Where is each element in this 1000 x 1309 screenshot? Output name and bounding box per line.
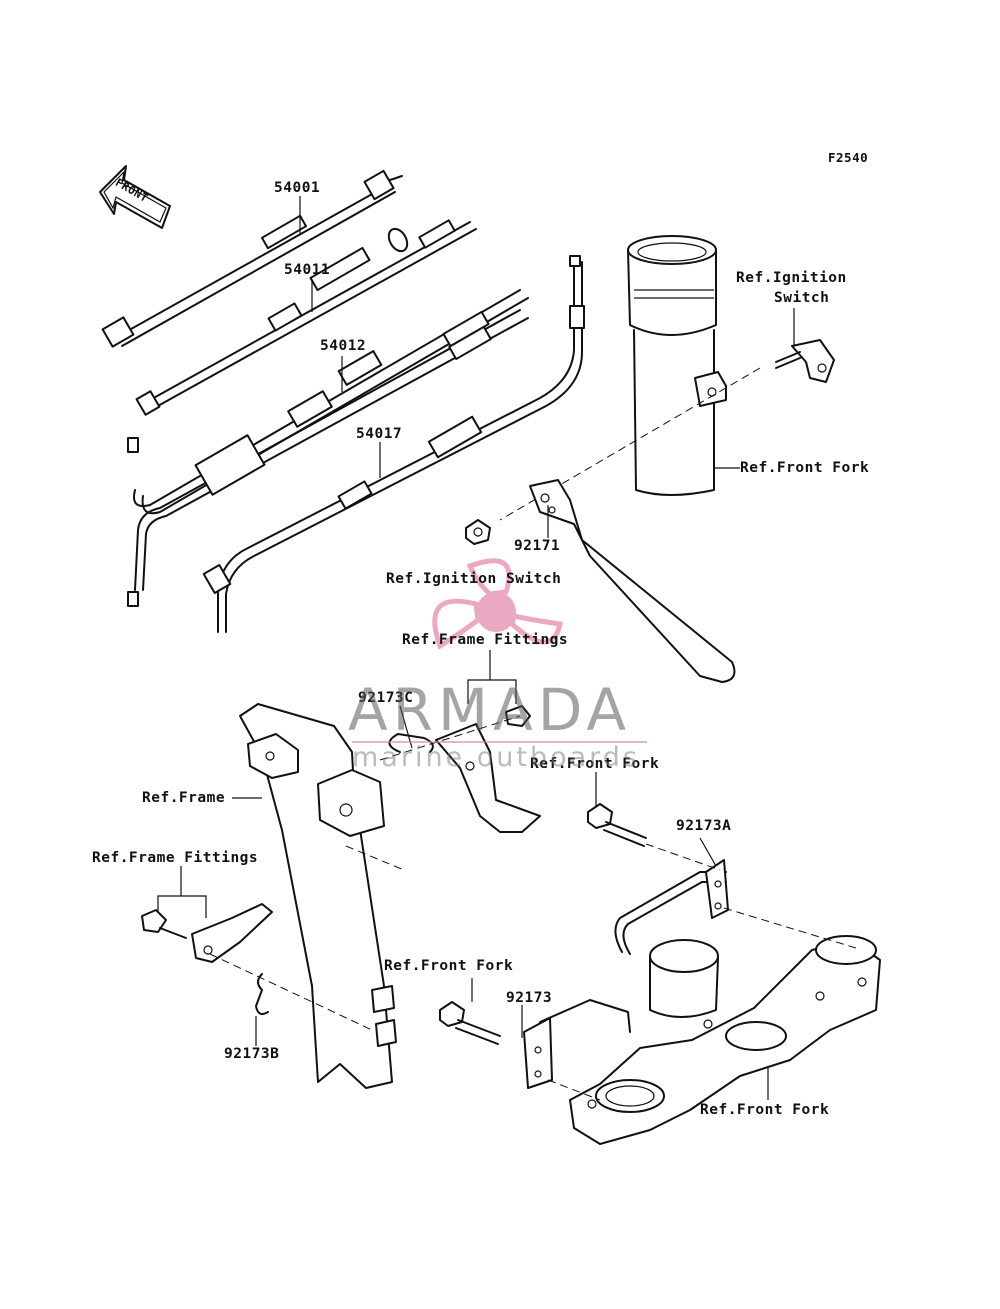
leader-lines [232,196,795,1100]
ref-frame: Ref.Frame [142,790,226,806]
part-number-54011: 54011 [284,262,331,278]
bolt-92173 [439,1001,501,1045]
ref-ignition-switch-top-line1: Ref.Ignition [736,270,847,286]
armada-logo-icon [432,558,564,650]
bolt-92173a [587,803,721,871]
ref-ignition-switch-mid: Ref.Ignition Switch [386,571,562,587]
front-arrow-icon [99,165,171,229]
throttle-cables [127,289,529,607]
ref-ignition-switch-top-line2: Switch [774,290,830,306]
part-number-54017: 54017 [356,426,403,442]
part-number-54012: 54012 [320,338,367,354]
part-number-92173c: 92173C [358,690,414,706]
part-number-54001: 54001 [274,180,321,196]
frame-fittings-bracket [379,650,541,833]
watermark-divider [352,741,647,743]
ref-front-fork-lower-left: Ref.Front Fork [384,958,514,974]
speedometer-cable [101,169,403,348]
frame-section [239,703,405,1089]
figure-code: F2540 [828,150,869,165]
watermark-title: ARMADA [348,676,632,744]
ref-front-fork-upper: Ref.Front Fork [740,460,870,476]
part-number-92173: 92173 [506,990,553,1006]
choke-cable [202,255,585,633]
ref-front-fork-bottom: Ref.Front Fork [700,1102,830,1118]
front-fork-tube [627,235,727,496]
ref-front-fork-middle: Ref.Front Fork [530,756,660,772]
part-number-92173a: 92173A [676,818,732,834]
part-number-92171: 92171 [514,538,561,554]
part-number-92173b: 92173B [224,1046,280,1062]
clutch-cable [135,219,477,416]
clamp-92171 [465,479,736,683]
ref-frame-fittings-left: Ref.Frame Fittings [92,850,259,866]
frame-fittings-left [141,866,373,1031]
lower-triple-clamp [523,859,881,1145]
watermark-subtitle: marine outboards [352,742,641,773]
ref-frame-fittings-mid: Ref.Frame Fittings [402,632,569,648]
